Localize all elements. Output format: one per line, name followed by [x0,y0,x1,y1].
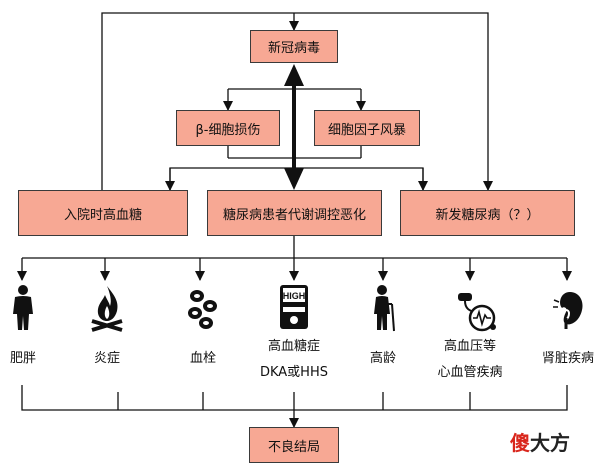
condition-label-obesity: 肥胖 [9,351,36,366]
svg-text:HIGH: HIGH [283,291,306,301]
node-admission-hyperglycemia: 入院时高血糖 [18,190,188,236]
person-icon [13,285,33,330]
condition-label-thrombosis: 血栓 [189,351,216,366]
condition-label-advanced-age: 高龄 [369,351,396,366]
blood-cells-icon [188,290,217,329]
node-cytokine-storm: 细胞因子风暴 [314,110,420,146]
condition-label-hypertension: 高血压等 [443,339,496,354]
watermark-logo: 傻大方 [510,431,570,455]
node-diabetes-metabolic-worsening: 糖尿病患者代谢调控恶化 [207,190,382,236]
condition-label-inflammation: 炎症 [93,351,120,366]
condition-label-kidney-disease: 肾脏疾病 [541,351,594,366]
node-beta-cell-damage: β-细胞损伤 [176,110,280,146]
elderly-person-icon [374,285,395,332]
condition-label-dka-hhs: DKA或HHS [259,365,328,380]
flame-icon [91,286,123,332]
kidney-icon [553,292,583,329]
node-adverse-outcome: 不良结局 [249,427,339,463]
condition-label-cardiovascular: 心血管疾病 [437,365,503,380]
condition-label-hyperglycemia: 高血糖症 [267,339,320,354]
blood-pressure-monitor-icon [458,293,496,332]
node-covid: 新冠病毒 [250,30,338,63]
node-new-onset-diabetes: 新发糖尿病（？） [400,190,575,236]
glucose-meter-icon: HIGH [280,285,308,329]
